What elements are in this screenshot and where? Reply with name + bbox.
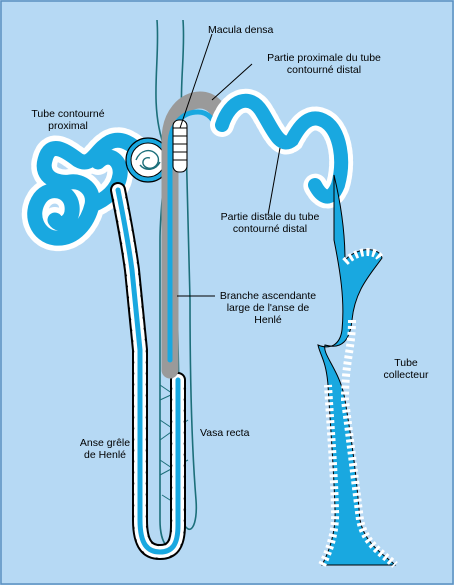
label-line: Tube contourné — [31, 108, 105, 120]
vessel-right-loop — [180, 19, 198, 530]
leader-macula-densa — [179, 33, 213, 129]
leader-partie-distale — [267, 147, 281, 216]
label-line: Partie distale du tube — [220, 211, 320, 223]
label-line: large de l'anse de — [226, 302, 310, 314]
label-line: collecteur — [383, 369, 429, 381]
collecting-duct — [317, 174, 398, 568]
label-line: contourné distal — [232, 223, 308, 235]
leader-lines — [177, 33, 281, 297]
proximal-convoluted-tubule — [21, 127, 163, 252]
label-macula-densa: Macula densa — [208, 24, 273, 36]
label-line: Henlé — [254, 314, 282, 326]
label-line: Partie proximale du tube — [267, 52, 381, 64]
label-text: Macula densa — [208, 24, 274, 36]
glomerulus — [125, 137, 171, 183]
label-line: de Henlé — [83, 449, 127, 461]
label-line: proximal — [48, 120, 88, 132]
collecting-duct-cells — [318, 248, 398, 568]
macula-densa-body — [172, 119, 188, 173]
label-vasa-recta: Vasa recta — [200, 427, 249, 439]
label-line: contourné distal — [286, 64, 362, 76]
capillary-tuft — [135, 149, 161, 170]
label-line: Anse grêle — [79, 437, 131, 449]
leader-partie-proximale — [211, 63, 253, 101]
proximal-lumen — [27, 132, 158, 246]
collecting-duct-lumen — [317, 174, 397, 566]
label-text: Vasa recta — [200, 427, 250, 439]
label-line: Branche ascendante — [219, 290, 317, 302]
descending-limb — [110, 182, 186, 561]
label-line: Tube — [394, 357, 418, 369]
thin-limb-lumen — [115, 187, 181, 555]
